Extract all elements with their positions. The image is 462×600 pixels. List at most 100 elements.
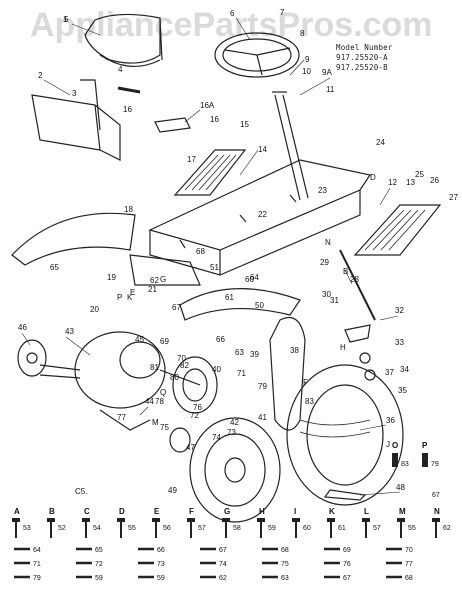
callout-label: 75 <box>160 423 169 432</box>
callout-label: 48 <box>396 483 405 492</box>
bolt-icon <box>47 518 55 538</box>
bolt-icon <box>327 518 335 538</box>
callout-label: 17 <box>187 155 196 164</box>
left-footrest <box>173 149 247 196</box>
callout-label: 10 <box>302 67 311 76</box>
hood-panel <box>31 94 121 161</box>
bolt-icon <box>392 453 398 467</box>
callout-label: 12 <box>388 178 397 187</box>
legend-part-number: 67 <box>219 547 227 554</box>
callout-label: 8 <box>300 29 305 38</box>
callout-label: 30 <box>322 290 331 299</box>
callout-label: 74 <box>212 433 221 442</box>
legend-part-number: 58 <box>233 525 241 532</box>
callout-label: F <box>303 378 308 387</box>
legend-part-number: 52 <box>58 525 66 532</box>
leader-line <box>289 59 305 76</box>
legend-letter: N <box>434 507 440 516</box>
callout-label: 47 <box>186 443 195 452</box>
callout-label: 73 <box>227 428 236 437</box>
leader-line <box>235 17 251 41</box>
callout-label: 44 <box>145 397 154 406</box>
bolt-icon <box>292 518 300 538</box>
callout-label: N <box>325 238 331 247</box>
callout-label: 11 <box>326 85 335 94</box>
callout-label: 22 <box>258 210 267 219</box>
legend-letter: C <box>84 507 90 516</box>
callout-label: 28 <box>350 275 359 284</box>
leader-line <box>71 23 101 36</box>
legend-part-number: 56 <box>163 525 171 532</box>
callout-label: 16 <box>123 105 132 114</box>
leader-line <box>43 79 71 96</box>
legend-letter: M <box>399 507 406 516</box>
callout-label: 36 <box>386 416 395 425</box>
legend-part-number: 59 <box>268 525 276 532</box>
lift-lever <box>80 79 141 131</box>
steering-wheel <box>214 32 300 78</box>
main-frame <box>148 159 371 276</box>
legend-part-number: 67 <box>343 575 351 582</box>
callout-label: E <box>130 288 135 297</box>
callout-label: J <box>386 440 390 449</box>
legend-part-number: 57 <box>198 525 206 532</box>
extra-part-number: 79 <box>431 461 439 468</box>
callout-label: 15 <box>240 120 249 129</box>
callout-label: M <box>152 418 159 427</box>
callout-label: H <box>340 343 346 352</box>
leader-line <box>344 269 353 285</box>
right-footrest <box>353 204 442 256</box>
callout-label: 82 <box>180 361 189 370</box>
callout-label: 72 <box>190 411 199 420</box>
callout-label: 33 <box>395 338 404 347</box>
bolt-icon <box>397 518 405 538</box>
legend-part-number: 68 <box>405 575 413 582</box>
legend-letter: A <box>14 507 20 516</box>
leader-line <box>359 491 401 496</box>
washer <box>359 352 371 364</box>
callout-label: 63 <box>235 348 244 357</box>
seat <box>84 13 163 68</box>
fastener-legend: C5.A53B52C54D55E56F57G58H59I60K61L57M55N… <box>12 441 451 582</box>
bolt-icon <box>117 518 125 538</box>
callout-label: 70 <box>177 354 186 363</box>
callout-label: 2 <box>38 71 43 80</box>
callout-label: 32 <box>395 306 404 315</box>
extra-part-number: 83 <box>401 461 409 468</box>
callout-label: 80 <box>170 373 179 382</box>
legend-letter: K <box>329 507 335 516</box>
steering-column <box>272 91 309 201</box>
bolt-icon <box>12 518 20 538</box>
legend-letter: D <box>119 507 125 516</box>
callout-label: 43 <box>65 327 74 336</box>
bolt-icon <box>222 518 230 538</box>
callout-label: 66 <box>216 335 225 344</box>
callout-label: 61 <box>225 293 234 302</box>
callout-label: 41 <box>258 413 267 422</box>
model-heading: Model Number <box>336 43 393 52</box>
callout-label: 71 <box>237 369 246 378</box>
legend-letter: H <box>259 507 265 516</box>
callout-label: 35 <box>398 386 407 395</box>
leader-line <box>184 109 201 123</box>
callout-label: 27 <box>449 193 458 202</box>
nut <box>364 369 376 381</box>
bolt-icon <box>152 518 160 538</box>
transaxle <box>39 331 201 431</box>
callout-label: 69 <box>160 337 169 346</box>
callout-label: 77 <box>117 413 126 422</box>
callout-label: 46 <box>18 323 27 332</box>
valve-bracket <box>323 489 367 501</box>
callout-label: 16 <box>210 115 219 124</box>
legend-letter: I <box>294 507 296 516</box>
legend-letter: G <box>224 507 230 516</box>
legend-part-number: 76 <box>343 561 351 568</box>
callout-label: 38 <box>290 346 299 355</box>
callout-label: 37 <box>385 368 394 377</box>
legend-part-number: 69 <box>343 547 351 554</box>
callout-label: Q <box>160 388 166 397</box>
callout-label: 68 <box>196 247 205 256</box>
bolt-icon <box>422 453 428 467</box>
bolt-icon <box>432 518 440 538</box>
legend-part-number: 77 <box>405 561 413 568</box>
